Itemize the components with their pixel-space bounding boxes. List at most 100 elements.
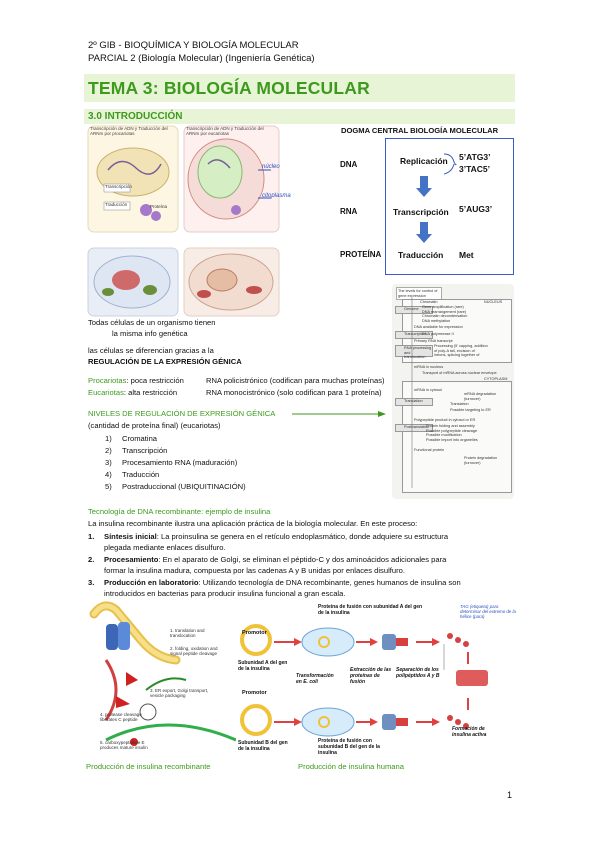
recomb-caption: Producción de insulina recombinante xyxy=(86,762,211,771)
levels-dna-available: DNA available for expression xyxy=(414,325,463,329)
prok-row: Procariotas: poca restricción xyxy=(88,376,184,386)
post-step: Protein folding and assembly xyxy=(426,424,475,428)
panel-a-proteina: Proteína xyxy=(150,204,168,209)
dogma-protein-label: PROTEÍNA xyxy=(340,250,382,259)
promotor-b-label: Promotor xyxy=(242,690,267,696)
nivel-text: Postraduccional (UBIQUITINACIÓN) xyxy=(122,482,246,491)
panel-a-traduccion: Traducción xyxy=(105,202,128,207)
nivel-text: Cromatina xyxy=(122,434,158,443)
intro-line2: la misma info genética xyxy=(112,329,188,338)
niveles-subtitle: (cantidad de proteína final) (eucariotas… xyxy=(88,421,221,430)
arrow-right-icon xyxy=(292,411,386,417)
recombinant-insulin-figure xyxy=(89,601,236,746)
arrow-down-icon xyxy=(416,222,432,243)
euk-rna: RNA monocistrónico (solo codifican para … xyxy=(206,388,382,397)
transform-label: Transformación en E. coli xyxy=(296,673,334,685)
dogma-title: DOGMA CENTRAL BIOLOGÍA MOLECULAR xyxy=(341,126,499,135)
levels-genome: Genome xyxy=(395,306,433,314)
nivel-text: Procesamiento RNA (maduración) xyxy=(122,458,238,467)
prok-label: Procariotas xyxy=(88,376,127,385)
tag-note: TAG (etiqueta) para determinar del extre… xyxy=(460,604,516,619)
panel-b-nucleo: núcleo xyxy=(262,164,280,170)
page-number: 1 xyxy=(507,790,513,800)
euk-restriction: : alta restricción xyxy=(123,388,178,397)
fusion-b-label: Proteína de fusión con subunidad B del g… xyxy=(318,738,380,756)
nivel-text: Traducción xyxy=(122,470,160,479)
chromatin-step: DNA rearrangement (rare) xyxy=(422,309,467,314)
step-text: : En el aparato de Golgi, se eliminan el… xyxy=(158,555,447,564)
dogma-transcripcion: Transcripción xyxy=(393,207,449,217)
step-bold: Síntesis inicial xyxy=(104,532,157,541)
post-step: Possible import into organelles xyxy=(426,437,478,442)
levels-translation: Translation xyxy=(395,398,433,406)
subunit-a-label: Subunidad A del gen de la insulina xyxy=(238,660,288,672)
levels-nucleus: NUCLEUS xyxy=(484,300,503,304)
step-text-cont: plegada mediante enlaces disulfuro. xyxy=(104,543,226,552)
dogma-traduccion: Traducción xyxy=(398,250,444,260)
post-step: Possible modification xyxy=(426,433,462,438)
step-text: : Utilizando tecnología de DNA recombina… xyxy=(198,578,461,587)
levels-mrna-nucleus: mRNA in nucleus xyxy=(414,365,444,369)
dogma-aug: 5’AUG3’ xyxy=(459,204,493,214)
dogma-atg: 5’ATG3’ xyxy=(459,152,491,162)
levels-translation-step: Translation xyxy=(450,402,469,406)
levels-posttranslation: Posttranslation xyxy=(395,424,433,432)
title-band xyxy=(84,74,515,102)
recomb-step2: 2. folding, oxidation and signal peptide… xyxy=(170,646,218,657)
panel-a-transcripcion: Transcripción xyxy=(105,184,132,189)
doc-header-line2: PARCIAL 2 (Biología Molecular) (Ingenier… xyxy=(88,53,315,64)
separation-label: Separación de los polipéptidos A y B xyxy=(396,667,440,679)
niveles-title: NIVELES DE REGULACIÓN DE EXPRESIÓN GÉNIC… xyxy=(88,409,276,418)
insulina-steps: 1. Síntesis inicial: La proinsulina se ge… xyxy=(88,532,518,601)
levels-figure: The levels for control of gene expressio… xyxy=(392,284,514,499)
extract-label: Extracción de las proteínas de fusión xyxy=(350,667,392,685)
nivel-num: 5) xyxy=(105,482,112,491)
step-bold: Procesamiento xyxy=(104,555,159,564)
euk-row: Eucariotas: alta restricción xyxy=(88,388,177,398)
euk-label: Eucariotas xyxy=(88,388,124,397)
processing-step: Processing (5’ capping, addition xyxy=(434,344,488,348)
flow-line xyxy=(411,298,413,488)
dogma-rna-label: RNA xyxy=(340,207,358,216)
recomb-step1: 1. translation and translocation xyxy=(170,628,205,639)
panel-a-title: Transcripción de ADN y Traducción del AR… xyxy=(90,126,168,136)
page-title: TEMA 3: BIOLOGÍA MOLECULAR xyxy=(88,78,370,98)
doc-header-line1: 2º GIB - BIOQUÍMICA Y BIOLOGÍA MOLECULAR xyxy=(88,40,299,51)
levels-rnapol: RNA polymerase II xyxy=(422,332,454,336)
processing-step: introns, splicing together of xyxy=(434,353,480,358)
insulina-intro: La insulina recombinante ilustra una apl… xyxy=(88,519,418,528)
levels-polypeptide: Polypeptide product in cytosol or ER xyxy=(414,418,476,422)
dogma-met: Met xyxy=(459,250,474,260)
dogma-replicacion: Replicación xyxy=(400,156,448,166)
nivel-num: 2) xyxy=(105,446,112,455)
cell-diagram-figure xyxy=(87,125,280,317)
insulina-title: Tecnología de DNA recombinante: ejemplo … xyxy=(88,507,271,516)
recomb-step5: 5. carboxypeptidase E produces mature in… xyxy=(100,740,148,751)
levels-primary: Primary RNA transcript xyxy=(414,339,453,343)
levels-mrna-cytosol: mRNA in cytosol xyxy=(414,388,442,392)
nivel-text: Transcripción xyxy=(122,446,168,455)
formation-label: Formación de insulina activa xyxy=(452,726,487,738)
levels-head: The levels for control of gene expressio… xyxy=(396,287,442,301)
levels-chromatin-steps: Gene amplification (rare) DNA rearrangem… xyxy=(422,305,506,323)
levels-transcription: Transcription xyxy=(395,331,433,339)
replication-brace-icon xyxy=(443,153,457,175)
levels-mrna-degradation: mRNA degradation (turnover) xyxy=(464,392,497,401)
levels-post-steps: Protein folding and assembly Possible po… xyxy=(426,424,506,442)
step-num: 1. xyxy=(88,532,95,541)
step-text-cont: introducidos en bacterias para producir … xyxy=(104,589,346,598)
post-step: Possible polypeptide cleavage xyxy=(426,428,478,433)
prok-rna: RNA policistrónico (codifican para mucha… xyxy=(206,376,385,385)
recomb-step3: 3. ER export, Golgi transport, vesicle p… xyxy=(150,688,209,699)
chromatin-step: Chromatin decondensation xyxy=(422,314,468,319)
step-bold: Producción en laboratorio xyxy=(104,578,199,587)
step-text: : La proinsulina se genera en el retícul… xyxy=(156,532,449,541)
chromatin-step: DNA methylation xyxy=(422,318,451,323)
panel-b-title: Transcripción de ADN y Traducción del AR… xyxy=(186,126,264,136)
nivel-num: 3) xyxy=(105,458,112,467)
arrow-down-icon xyxy=(416,176,432,197)
panel-b-citoplasma: citoplasma xyxy=(262,193,291,199)
dogma-box xyxy=(385,138,514,275)
levels-targeting: Possible targeting to ER xyxy=(450,408,491,412)
fusion-a-label: Proteína de fusión con subunidad A del g… xyxy=(318,604,423,616)
